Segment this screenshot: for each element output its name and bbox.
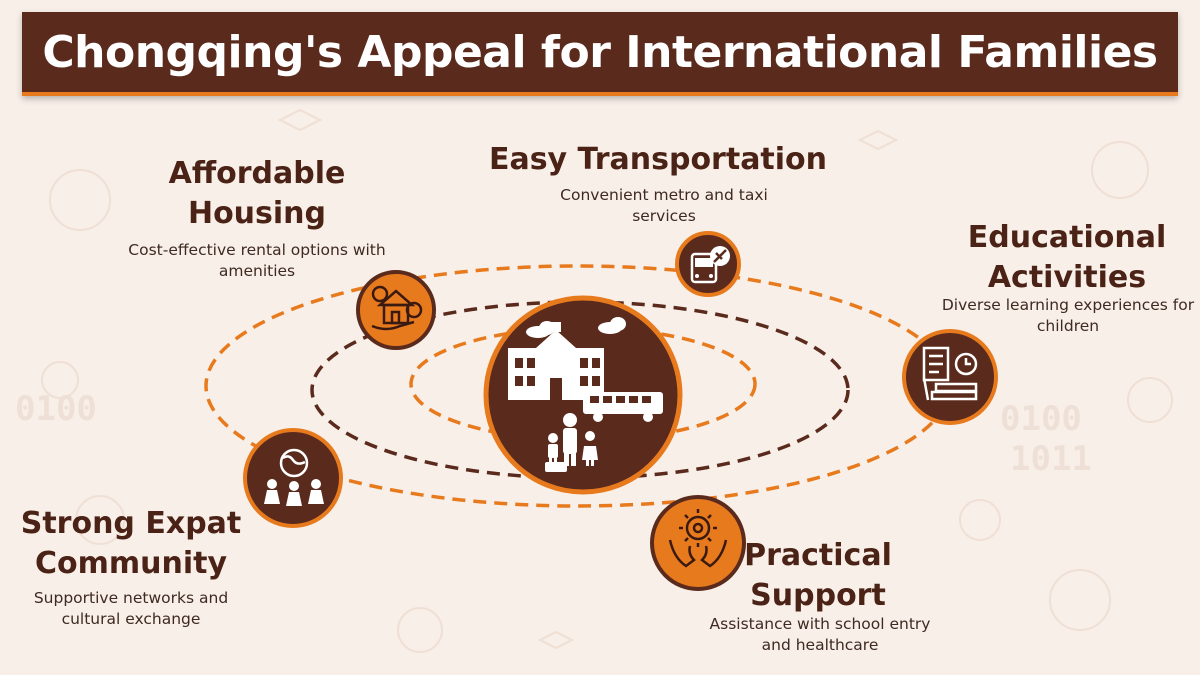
bus-plane-icon (690, 246, 730, 284)
community-heading: Strong Expat Community (20, 506, 242, 581)
transportation-description: Convenient metro and taxi services (560, 186, 768, 225)
educational-description: Diverse learning experiences for childre… (941, 296, 1195, 335)
hands-gear-icon (668, 509, 728, 568)
support-description: Assistance with school entry and healthc… (709, 615, 931, 654)
housing-heading: Affordable Housing (168, 156, 346, 231)
educational-node (902, 329, 998, 425)
svg-text:0100: 0100 (1000, 399, 1082, 439)
housing-description: Cost-effective rental options with ameni… (128, 241, 386, 280)
svg-text:0100: 0100 (15, 389, 97, 429)
support-node (650, 495, 746, 591)
house-money-icon (371, 285, 423, 331)
community-description: Supportive networks and cultural exchang… (33, 589, 229, 628)
title-bar: Chongqing's Appeal for International Fam… (22, 12, 1178, 96)
community-node (243, 428, 343, 528)
educational-heading: Educational Activities (967, 220, 1167, 295)
center-icon (483, 295, 683, 495)
transportation-node (675, 231, 741, 297)
svg-text:1011: 1011 (1010, 439, 1092, 479)
page-title: Chongqing's Appeal for International Fam… (42, 26, 1158, 78)
globe-people-icon (264, 448, 324, 506)
housing-node (356, 270, 436, 350)
transportation-heading: Easy Transportation (488, 142, 828, 177)
support-heading: Practical Support (744, 538, 892, 613)
books-clock-icon (922, 346, 978, 401)
